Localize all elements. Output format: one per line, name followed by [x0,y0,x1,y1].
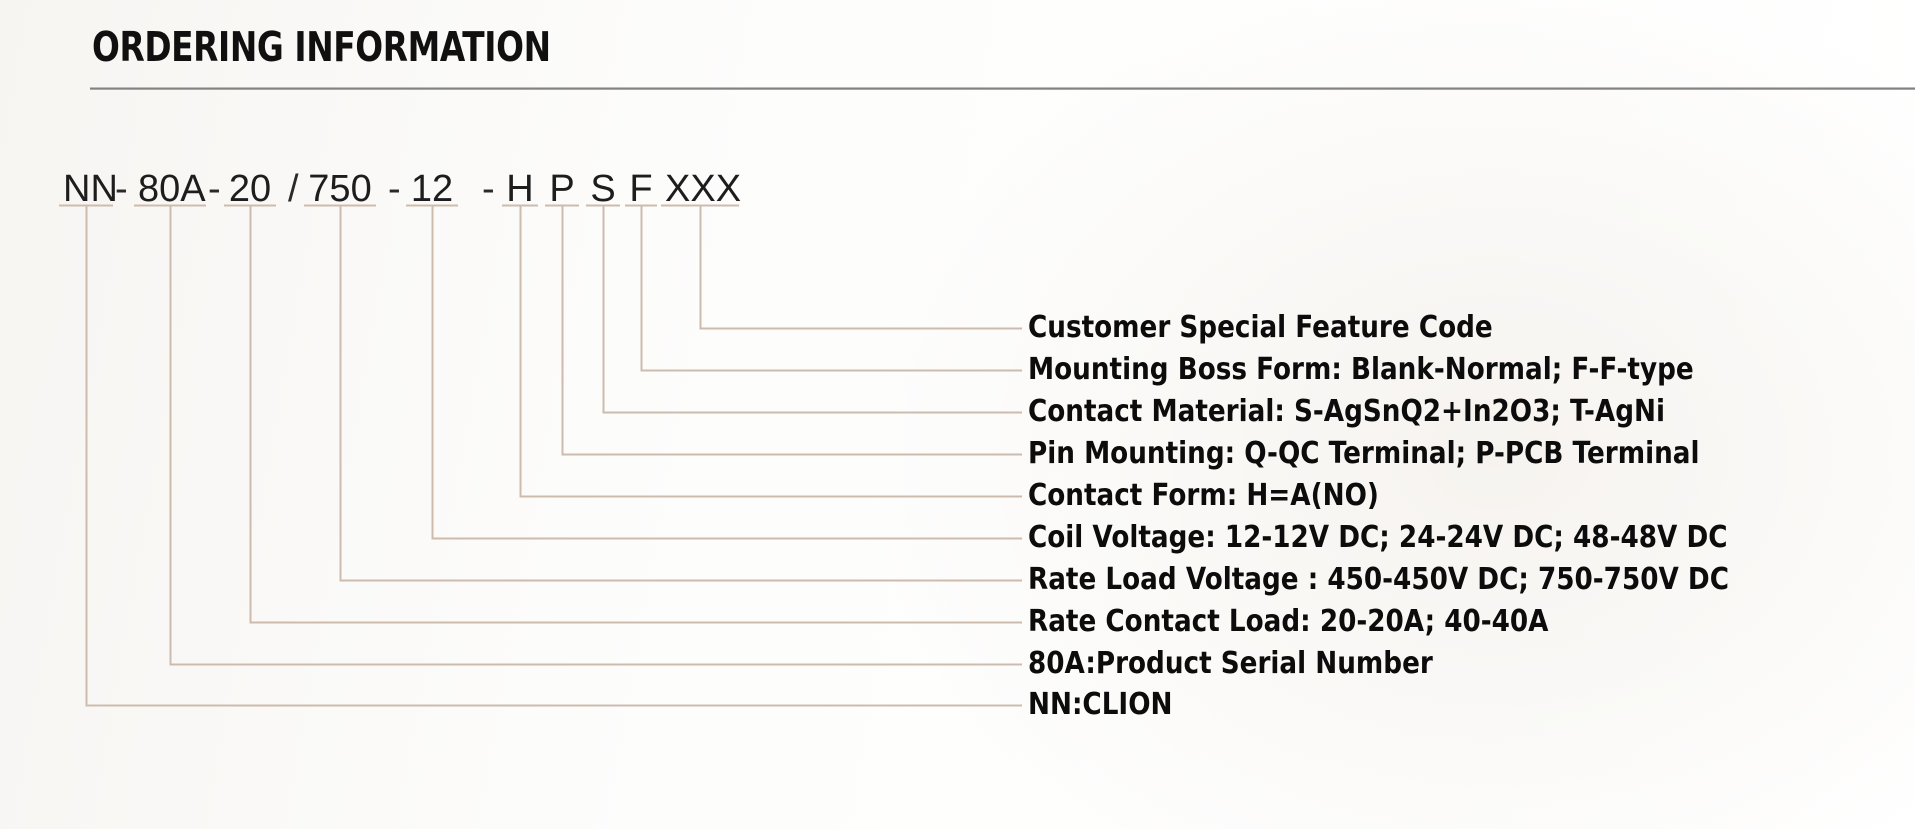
description-label-pin_mounting: Pin Mounting: Q-QC Terminal; P-PCB Termi… [1028,436,1700,471]
code-segment-series: NN [63,168,118,210]
code-separator-1: - [208,168,221,210]
page-header: ORDERING INFORMATION [0,0,1915,92]
code-segment-contact_form: H [506,168,534,210]
code-segment-special_feature: XXX [665,168,742,210]
description-label-load_voltage: Rate Load Voltage : 450-450V DC; 750-750… [1028,562,1729,597]
code-segment-contact_load: 20 [228,168,272,210]
code-segment-contact_material: S [590,168,616,210]
description-label-special_feature: Customer Special Feature Code [1028,310,1493,345]
description-label-mounting_boss: Mounting Boss Form: Blank-Normal; F-F-ty… [1028,352,1694,387]
code-separator-2: / [288,168,299,210]
title-divider-rule [90,87,1915,90]
description-label-contact_form: Contact Form: H=A(NO) [1028,478,1379,513]
page-title: ORDERING INFORMATION [92,23,551,71]
description-label-contact_load: Rate Contact Load: 20-20A; 40-40A [1028,604,1549,639]
code-segment-mounting_boss: F [629,168,653,210]
code-separator-3: - [388,168,401,210]
code-separator-0: - [115,168,128,210]
description-label-coil_voltage: Coil Voltage: 12-12V DC; 24-24V DC; 48-4… [1028,520,1728,555]
description-label-contact_material: Contact Material: S-AgSnQ2+In2O3; T-AgNi [1028,394,1665,429]
code-segment-pin_mounting: P [549,168,575,210]
code-separator-4: - [482,168,495,210]
description-label-serial_number: 80A:Product Serial Number [1028,646,1433,681]
description-label-series: NN:CLION [1028,687,1173,722]
code-segment-serial_number: 80A [138,168,206,210]
code-segment-coil_voltage: 12 [410,168,454,210]
code-segment-load_voltage: 750 [308,168,372,210]
